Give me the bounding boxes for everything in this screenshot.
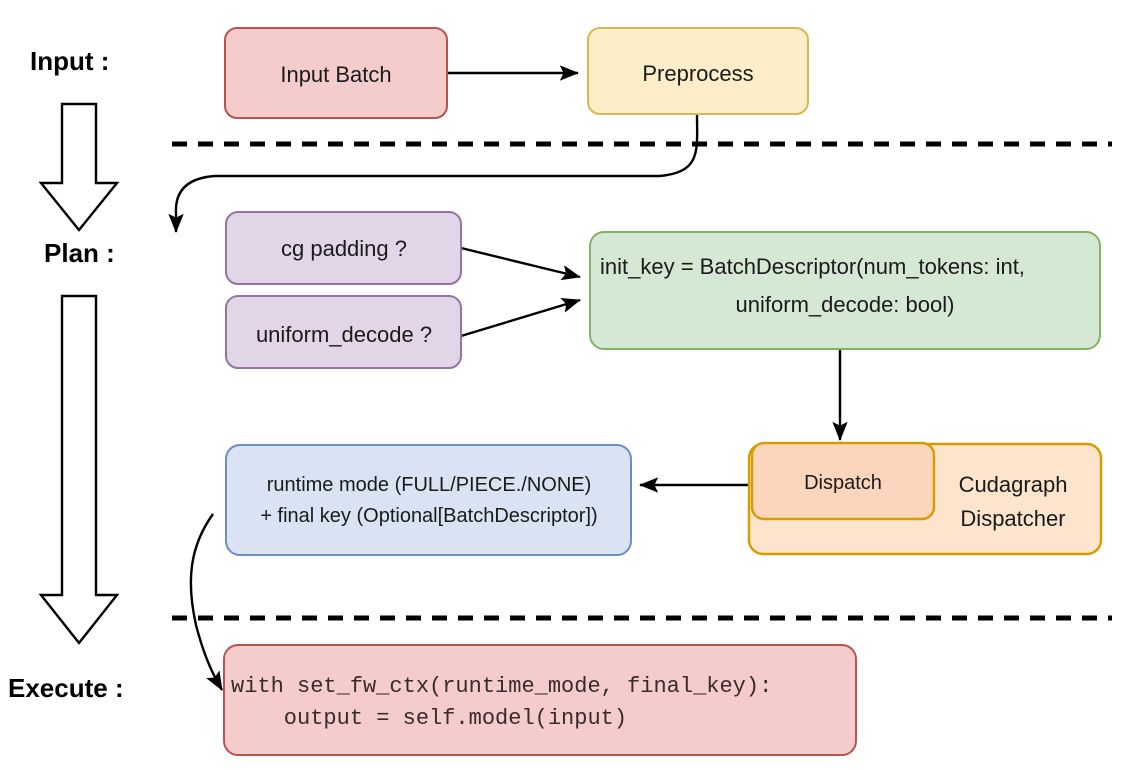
node-cg-padding-box[interactable] <box>225 211 462 285</box>
stage-flow-arrow-plan-to-execute <box>38 294 120 645</box>
node-cg-padding[interactable]: cg padding ? <box>225 211 462 285</box>
node-runtime-mode[interactable]: runtime mode (FULL/PIECE./NONE) + final … <box>225 444 632 556</box>
stage-flow-arrow-input-to-plan <box>38 102 120 232</box>
node-cg-padding-label: cg padding ? <box>281 236 407 261</box>
node-runtime-mode-line2: + final key (Optional[BatchDescriptor]) <box>260 505 597 527</box>
node-uniform-decode-box[interactable] <box>225 295 462 369</box>
node-uniform-decode[interactable]: uniform_decode ? <box>225 295 462 369</box>
node-runtime-mode-box[interactable] <box>225 444 632 556</box>
stage-label-input: Input : <box>30 46 109 76</box>
node-init-key-box[interactable] <box>589 231 1101 350</box>
node-input-batch-box[interactable] <box>224 27 448 119</box>
node-input-batch-label: Input Batch <box>280 62 391 87</box>
node-runtime-mode-line1: runtime mode (FULL/PIECE./NONE) <box>267 474 592 496</box>
node-cudagraph-dispatcher-line1: Cudagraph <box>959 472 1068 497</box>
stage-label-plan: Plan : <box>44 238 115 268</box>
node-execute-code-line2: output = self.model(input) <box>231 706 627 731</box>
stage-label-execute: Execute : <box>8 673 124 703</box>
edge-preprocess-to-cg-padding <box>168 112 699 233</box>
node-dispatch[interactable]: Dispatch <box>750 441 936 521</box>
node-preprocess[interactable]: Preprocess <box>587 27 809 115</box>
node-uniform-decode-label: uniform_decode ? <box>256 322 432 347</box>
node-init-key-line2: uniform_decode: bool) <box>736 292 955 317</box>
node-cudagraph-dispatcher-line2: Dispatcher <box>960 506 1065 531</box>
edge-uniform-decode-to-init-key <box>460 297 581 338</box>
node-dispatch-box[interactable] <box>750 441 936 521</box>
node-dispatch-label: Dispatch <box>804 472 882 494</box>
node-init-key[interactable]: init_key = BatchDescriptor(num_tokens: i… <box>589 231 1101 350</box>
node-input-batch[interactable]: Input Batch <box>224 27 448 119</box>
edge-cg-padding-to-init-key <box>460 246 581 281</box>
node-execute-code[interactable]: with set_fw_ctx(runtime_mode, final_key)… <box>223 644 857 756</box>
node-execute-code-line1: with set_fw_ctx(runtime_mode, final_key)… <box>231 674 772 699</box>
node-preprocess-box[interactable] <box>587 27 809 115</box>
edge-runtime-mode-to-execute <box>189 513 224 691</box>
node-init-key-line1: init_key = BatchDescriptor(num_tokens: i… <box>600 254 1025 279</box>
node-preprocess-label: Preprocess <box>642 61 753 86</box>
node-execute-code-box[interactable] <box>223 644 857 756</box>
